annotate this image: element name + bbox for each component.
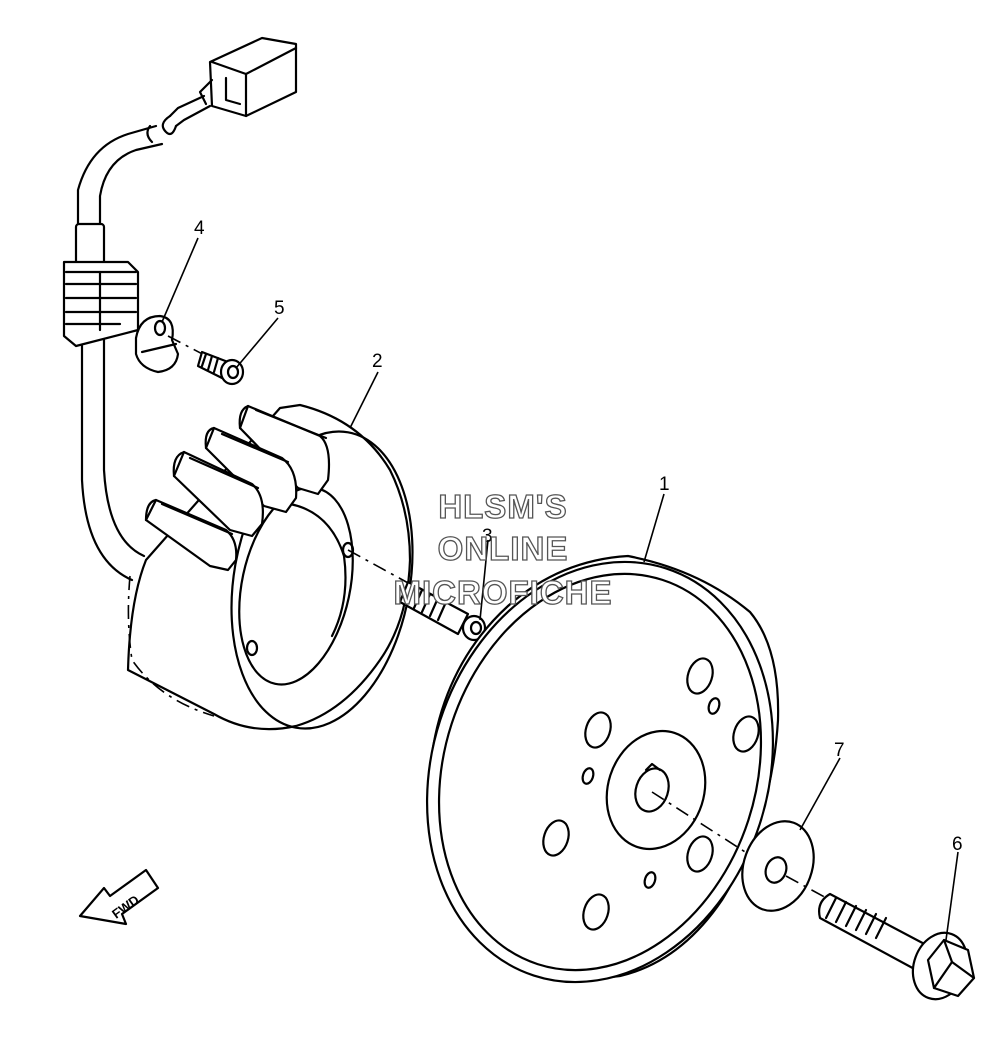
callout-5: 5: [274, 298, 285, 319]
callout-1: 1: [659, 474, 670, 495]
callout-7: 7: [834, 740, 845, 761]
callout-3: 3: [482, 526, 493, 547]
clamp-screw: [167, 335, 245, 386]
wire-grommet: [62, 260, 140, 348]
stator-coil-poles: [144, 404, 331, 572]
wire-harness: [62, 36, 298, 582]
flywheel-washer: [741, 820, 815, 912]
callout-6: 6: [952, 834, 963, 855]
wire-clamp: [134, 314, 180, 374]
watermark-line-1: HLSM'S: [438, 488, 567, 525]
watermark: HLSM'S ONLINE MICROFICHE: [393, 487, 613, 611]
forward-direction-arrow: FWD: [78, 868, 160, 926]
watermark-line-2: ONLINE: [438, 530, 569, 567]
stator-bolt: [347, 549, 487, 642]
callout-4: 4: [194, 218, 205, 239]
callout-leaders: [161, 237, 959, 941]
callout-2: 2: [372, 351, 383, 372]
stator-assembly: [126, 403, 414, 731]
flywheel-bolt: [785, 875, 976, 1001]
watermark-line-3: MICROFICHE: [394, 574, 613, 611]
wire-connector: [198, 36, 298, 118]
flywheel-rotor: [425, 554, 780, 984]
